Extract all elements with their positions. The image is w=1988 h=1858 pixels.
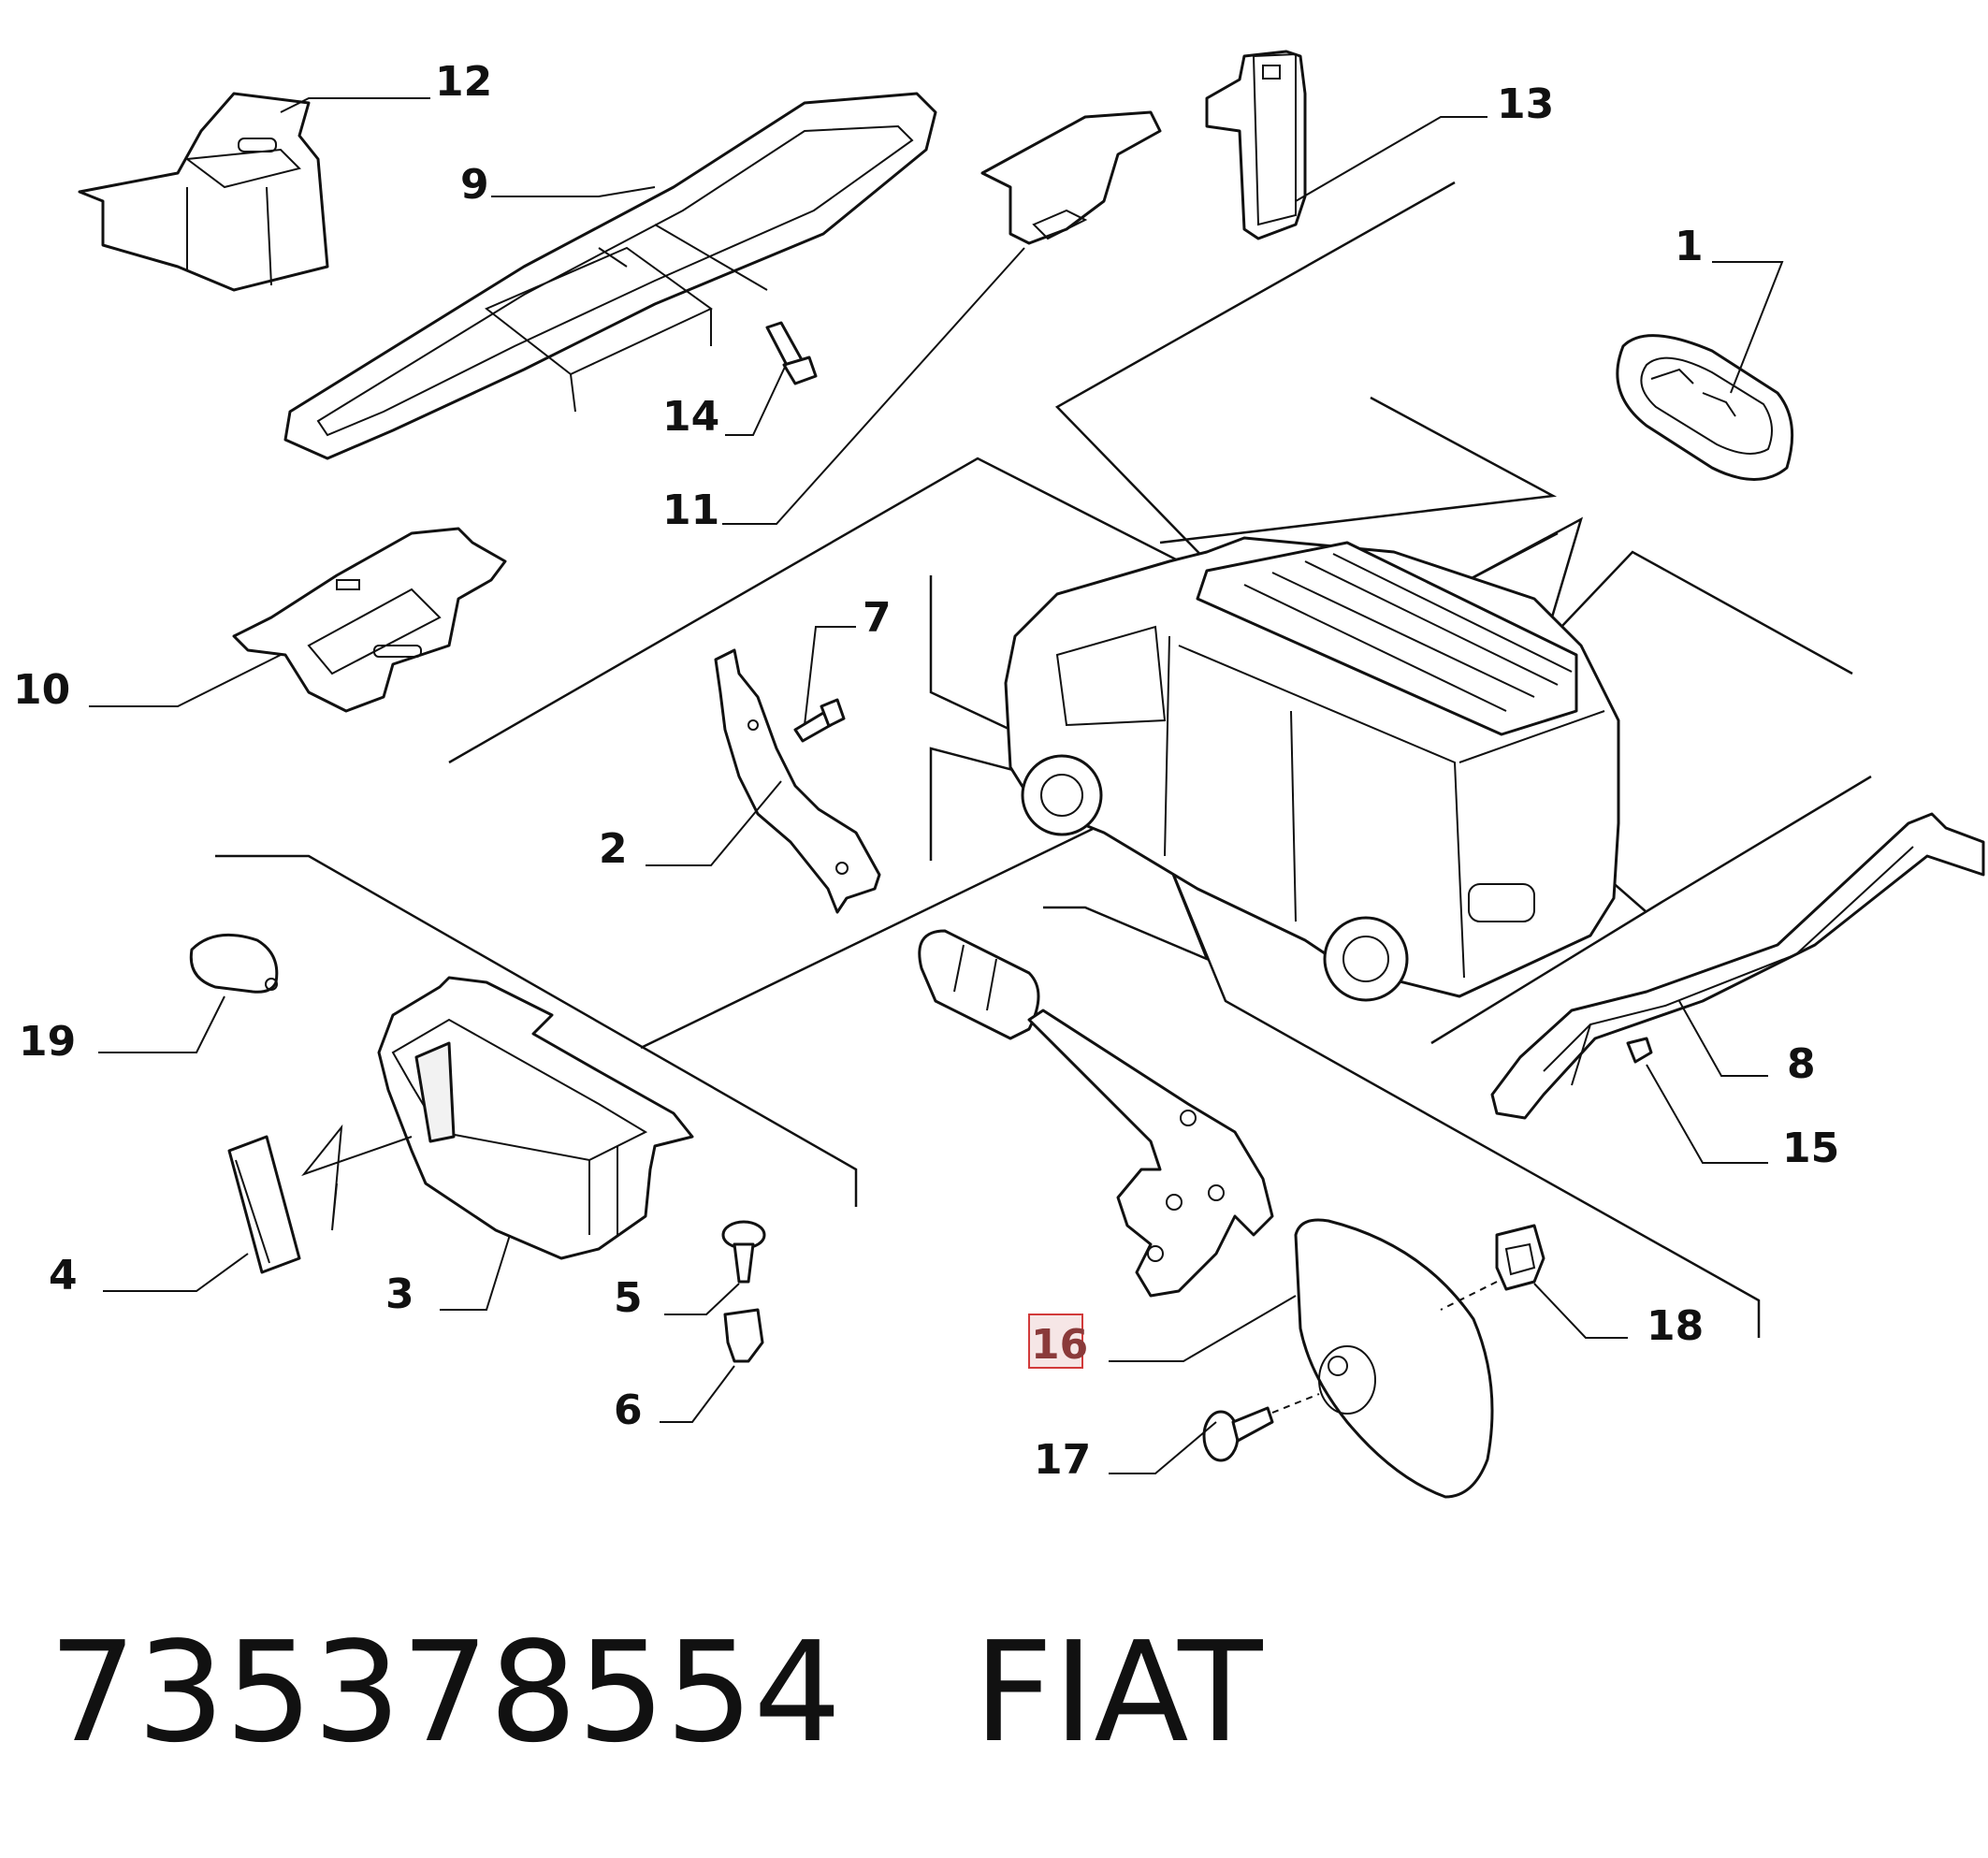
callout-4: 4 [49, 1252, 78, 1299]
part-4-illustration [227, 1135, 301, 1274]
part-15-illustration [1626, 1037, 1653, 1064]
part-14-illustration [765, 321, 818, 385]
leader-lines [89, 97, 1784, 1474]
part-17-illustration [1202, 1393, 1320, 1462]
part-caption: 735378554 FIAT [49, 1623, 1263, 1762]
part-19-illustration [189, 933, 279, 994]
callout-18: 18 [1647, 1302, 1704, 1350]
part-13-illustration [1205, 50, 1307, 240]
callout-11: 11 [662, 486, 719, 534]
part-12-illustration [78, 92, 329, 292]
callout-9: 9 [460, 161, 489, 209]
part-11-illustration [980, 110, 1162, 245]
part-10-illustration [232, 527, 507, 713]
callout-3: 3 [385, 1270, 414, 1318]
part-5-illustration [721, 1220, 766, 1284]
callout-15: 15 [1782, 1125, 1839, 1172]
part-6-illustration [723, 1308, 764, 1363]
callout-16: 16 [1031, 1321, 1088, 1369]
callout-5: 5 [614, 1274, 643, 1322]
van-illustration [1004, 536, 1620, 1002]
callout-17: 17 [1034, 1436, 1091, 1484]
brand-name: FIAT [973, 1612, 1263, 1773]
highlight-box [1028, 1314, 1083, 1369]
callout-12: 12 [435, 58, 492, 106]
callout-14: 14 [662, 393, 719, 441]
callout-19: 19 [19, 1018, 76, 1066]
part-number: 735378554 [49, 1612, 842, 1773]
part-8-illustration [1490, 812, 1985, 1120]
part-18-illustration [1440, 1224, 1545, 1311]
handbrake-illustration [918, 929, 1274, 1298]
callout-10: 10 [13, 666, 70, 714]
part-16-illustration [1294, 1218, 1494, 1499]
callout-1: 1 [1675, 223, 1704, 270]
part-2-illustration [714, 648, 881, 914]
part-1-illustration [1616, 334, 1794, 481]
callout-8: 8 [1787, 1040, 1816, 1088]
callout-numbers: 12 9 13 1 14 11 10 7 2 19 4 3 5 6 8 15 1… [13, 58, 1839, 1484]
callout-13: 13 [1497, 80, 1554, 128]
part-3-illustration [377, 976, 694, 1260]
callout-6: 6 [614, 1386, 643, 1434]
callout-2: 2 [599, 825, 628, 873]
callout-7: 7 [863, 594, 892, 642]
part-7-illustration [793, 698, 846, 743]
part-9-illustration [283, 92, 937, 460]
